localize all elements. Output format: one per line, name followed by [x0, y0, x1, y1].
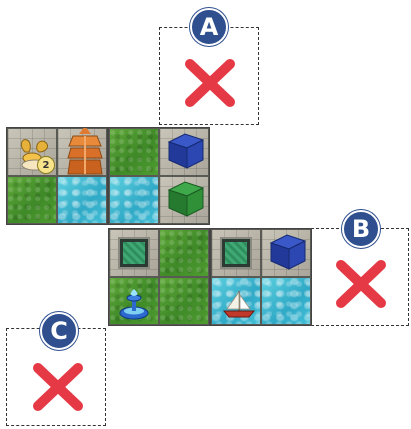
zone-c-badge: C	[40, 312, 78, 350]
stone-cell	[211, 229, 261, 277]
sailboat-icon	[221, 289, 257, 319]
zone-a-badge: A	[190, 8, 228, 46]
red-x-icon	[333, 259, 389, 309]
water-cell	[57, 176, 107, 224]
garden-enclosure-icon	[220, 237, 252, 269]
zone-b-badge: B	[342, 210, 380, 248]
grass-cell	[159, 277, 209, 325]
water-cell	[261, 277, 311, 325]
grass-cell	[7, 176, 57, 224]
orange-pagoda-icon	[65, 127, 105, 180]
blue-fountain-icon	[117, 287, 151, 321]
count-badge: 2	[37, 156, 55, 174]
red-x-icon	[30, 362, 86, 412]
tile-bottom-right	[210, 228, 312, 326]
tile-bottom-left	[108, 228, 210, 326]
blue-pagoda-icon	[265, 231, 309, 273]
water-cell	[109, 176, 159, 224]
red-x-icon	[182, 58, 238, 108]
tile-top-right	[108, 127, 210, 225]
blue-pagoda-icon	[163, 130, 207, 172]
grass-cell	[159, 229, 209, 277]
tile-top-left: 2	[6, 127, 108, 225]
green-pagoda-icon	[163, 178, 207, 220]
garden-enclosure-icon	[118, 237, 150, 269]
grass-cell	[109, 128, 159, 176]
stone-cell	[109, 229, 159, 277]
